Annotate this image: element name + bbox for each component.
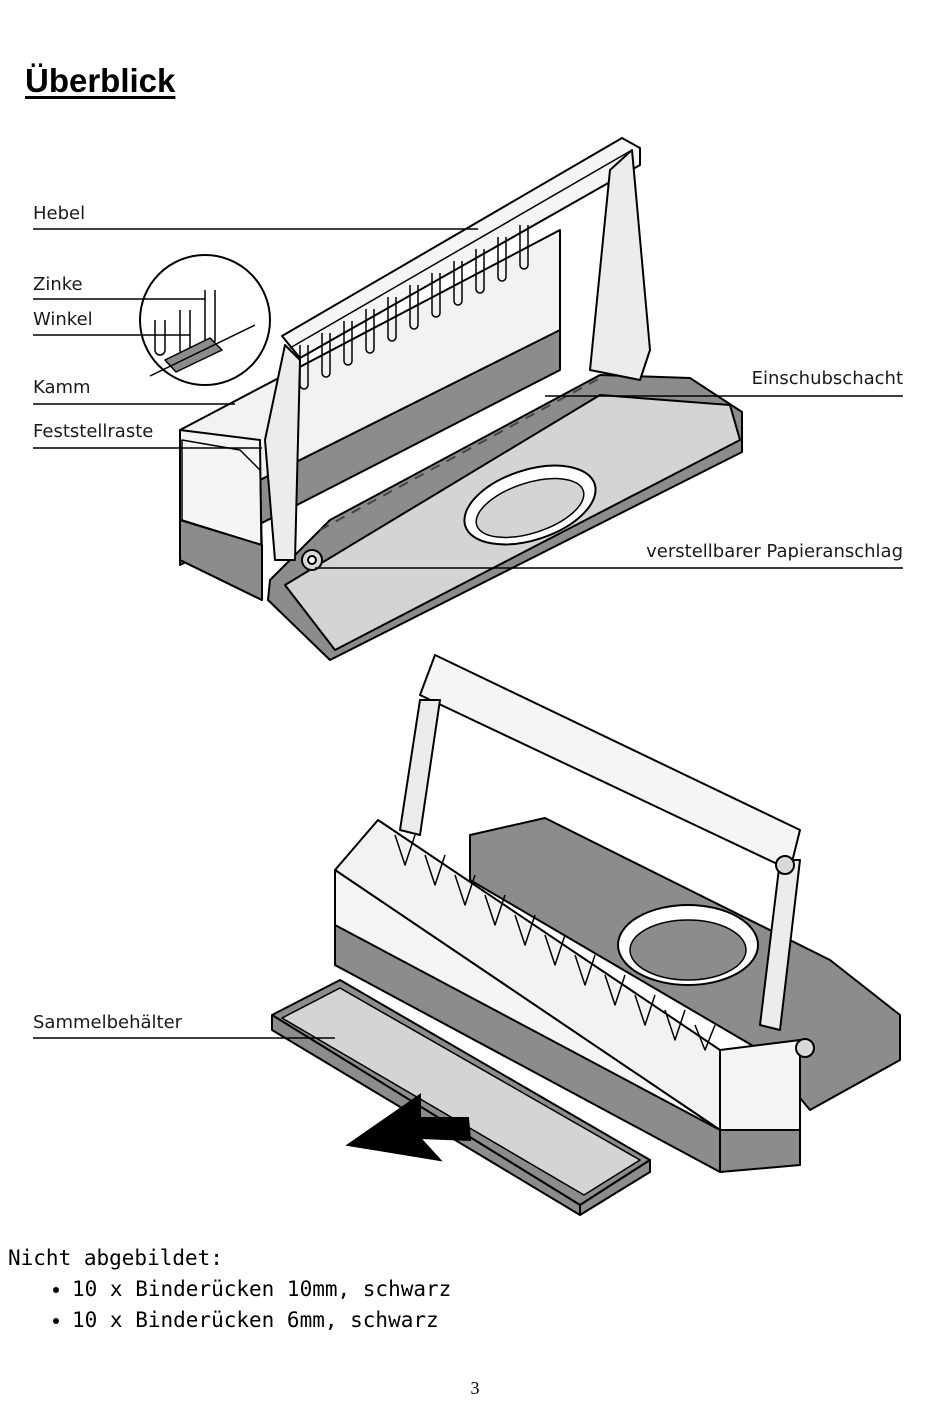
notes-list: 10 x Binderücken 10mm, schwarz 10 x Bind…	[8, 1274, 451, 1336]
label-sammelbehaelter: Sammelbehälter	[33, 1012, 183, 1033]
top-leader-lines	[33, 228, 903, 569]
label-hebel: Hebel	[33, 203, 85, 224]
notes-heading: Nicht abgebildet:	[8, 1246, 223, 1270]
bottom-machine-drawing	[271, 654, 901, 1216]
label-feststellraste: Feststellraste	[33, 421, 153, 442]
label-einschubschacht: Einschubschacht	[752, 368, 903, 389]
page-number: 3	[470, 1378, 480, 1398]
arrow-left-icon	[345, 1093, 472, 1162]
label-zinke: Zinke	[33, 274, 83, 295]
list-item: 10 x Binderücken 10mm, schwarz	[72, 1274, 451, 1305]
label-winkel: Winkel	[33, 309, 93, 330]
label-kamm: Kamm	[33, 377, 91, 398]
not-shown-notes: Nicht abgebildet: 10 x Binderücken 10mm,…	[8, 1243, 451, 1336]
binding-machine-illustration: Hebel Zinke Winkel Kamm Feststellraste E…	[33, 137, 903, 1216]
top-machine-drawing	[139, 137, 743, 661]
page-title: Überblick	[25, 62, 176, 99]
list-item: 10 x Binderücken 6mm, schwarz	[72, 1305, 451, 1336]
label-papieranschlag: verstellbarer Papieranschlag	[646, 541, 903, 562]
